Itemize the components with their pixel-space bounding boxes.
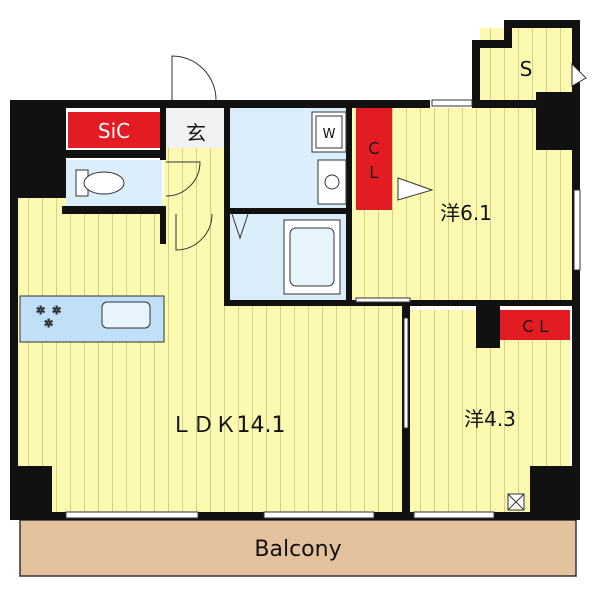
svg-text:✲: ✲ [36,304,45,317]
windows [65,99,581,519]
sink [101,301,151,329]
cl2-closet [500,310,570,340]
bathtub-inner [289,227,335,287]
label-cl1-l: Ｌ [366,163,382,182]
label-cl2: ＣＬ [520,317,552,336]
label-storage: S [520,57,533,81]
toilet-icon [75,169,125,197]
cl1-closet [356,108,392,210]
svg-text:✲: ✲ [44,317,53,330]
entrance-floor [164,108,224,148]
western1-floor-right [536,150,572,300]
label-washer: W [323,127,336,142]
label-western2: 洋4.3 [464,407,516,431]
svg-text:✲: ✲ [52,304,61,317]
label-entrance: 玄 [186,121,206,145]
balcony-area [19,519,577,577]
label-western1: 洋6.1 [440,201,492,225]
label-balcony: Balcony [254,537,341,562]
washer-inner [315,115,343,149]
door-arcs [165,55,587,251]
washbasin [317,159,347,205]
meter-box-cross [507,493,525,511]
washbasin-bowl [324,174,340,190]
label-ldk: ＬＤＫ14.1 [171,413,286,438]
stove-icon: ✲ ✲ ✲ [36,304,62,331]
washer-box [311,111,347,153]
label-sic: SiC [98,119,130,143]
sic-closet [68,112,160,148]
label-cl1-c: Ｃ [366,139,382,158]
